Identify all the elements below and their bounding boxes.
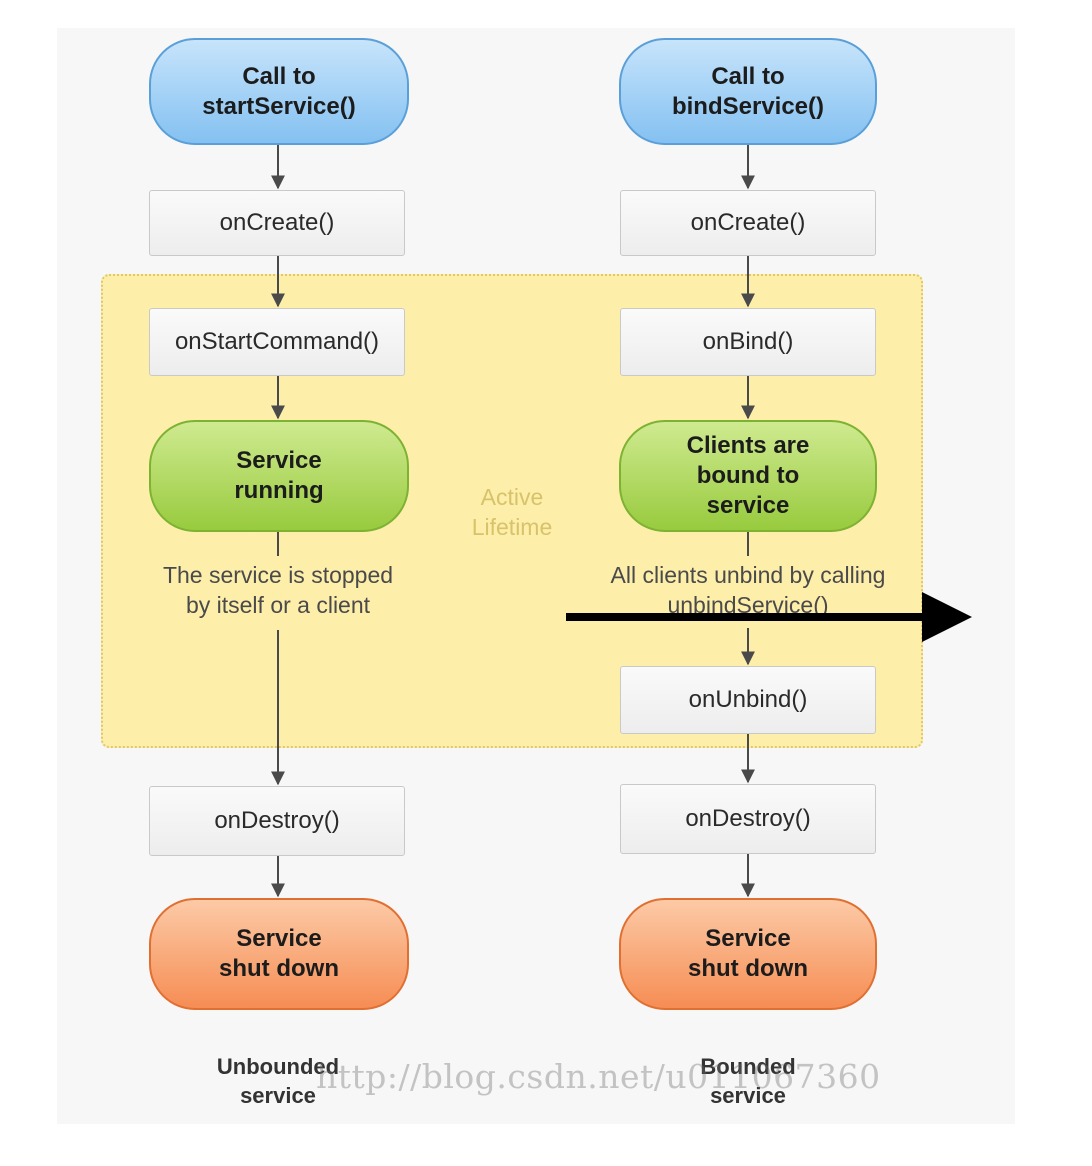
- onbind-node: onBind(): [620, 308, 876, 376]
- clients-bound-node: Clients are bound to service: [619, 420, 877, 532]
- oncreate-node-bounded: onCreate(): [620, 190, 876, 256]
- start-service-node: Call to startService(): [149, 38, 409, 145]
- stop-note: The service is stopped by itself or a cl…: [162, 562, 394, 618]
- pointer-arrow: [566, 592, 972, 642]
- service-running-node: Service running: [149, 420, 409, 532]
- bind-service-node: Call to bindService(): [619, 38, 877, 145]
- shutdown-node-unbounded: Service shut down: [149, 898, 409, 1010]
- watermark-text: http://blog.csdn.net/u011067360: [316, 1057, 881, 1096]
- unbounded-service-caption: Unbounded service: [216, 1054, 340, 1108]
- bounded-service-caption: Bounded service: [700, 1054, 796, 1108]
- oncreate-node-unbounded: onCreate(): [149, 190, 405, 256]
- shutdown-node-bounded: Service shut down: [619, 898, 877, 1010]
- onunbind-node: onUnbind(): [620, 666, 876, 734]
- ondestroy-node-unbounded: onDestroy(): [149, 786, 405, 856]
- ondestroy-node-bounded: onDestroy(): [620, 784, 876, 854]
- onstartcommand-node: onStartCommand(): [149, 308, 405, 376]
- active-lifetime-label: Active Lifetime: [471, 484, 553, 540]
